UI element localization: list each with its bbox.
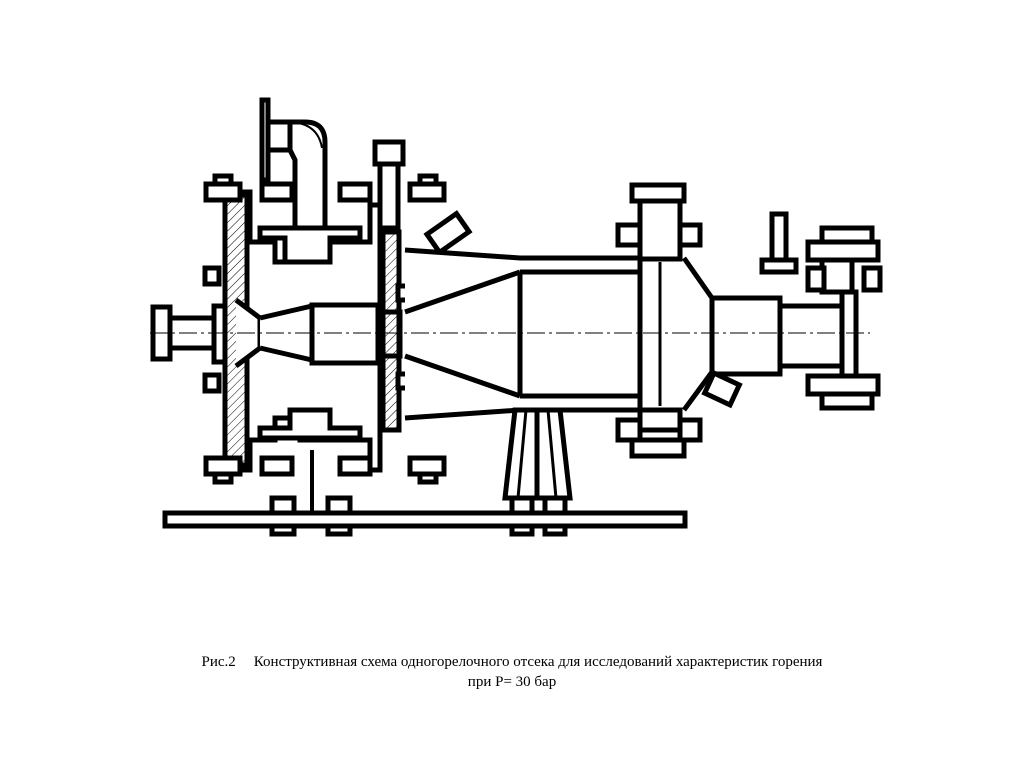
- combustion-liner: [404, 247, 643, 421]
- elbow-supply-pipe: [259, 97, 328, 231]
- exit-transition: [681, 256, 845, 412]
- probe-ports: [202, 139, 473, 394]
- support-stand: [502, 407, 573, 501]
- figure-caption: Рис.2 Конструктивная схема одногорелочног…: [100, 652, 924, 692]
- base-plate: [162, 495, 688, 537]
- figure-number: Рис.2: [201, 654, 236, 670]
- outlet-flange: [615, 182, 703, 459]
- caption-text: Конструктивная схема одногорелочного отс…: [253, 654, 823, 670]
- caption-line-2: при Р= 30 бар: [467, 674, 557, 690]
- caption-line-1: Рис.2 Конструктивная схема одногорелочног…: [100, 652, 924, 672]
- exit-flange: [759, 211, 883, 411]
- combustor-section-drawing: [150, 97, 883, 537]
